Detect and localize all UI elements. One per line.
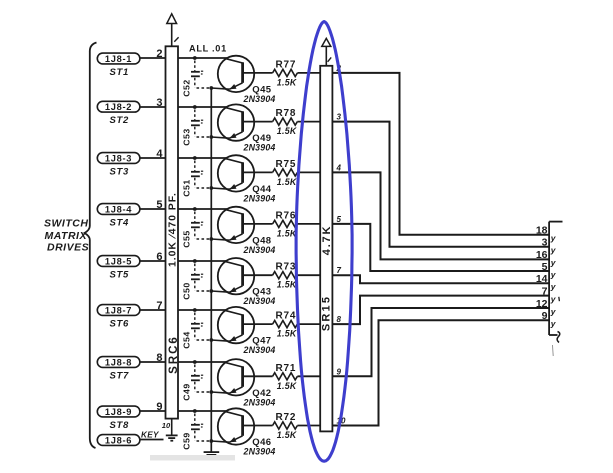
svg-text:y: y (550, 294, 557, 304)
svg-text:R74: R74 (276, 311, 297, 322)
svg-text:18: 18 (536, 225, 548, 237)
svg-text:2N3904: 2N3904 (243, 245, 276, 255)
svg-text:R75: R75 (276, 159, 297, 170)
svg-text:1.5K: 1.5K (277, 280, 297, 290)
svg-text:1J8-7: 1J8-7 (105, 306, 132, 316)
svg-text:C53: C53 (181, 128, 191, 145)
svg-text:1.5K: 1.5K (277, 126, 297, 136)
svg-text:1J8-5: 1J8-5 (105, 257, 132, 267)
svg-text:9: 9 (337, 367, 342, 376)
svg-text:2N3904: 2N3904 (243, 397, 276, 407)
svg-text:Q49: Q49 (252, 133, 271, 144)
svg-text:MATRIX: MATRIX (45, 230, 88, 242)
svg-text:12: 12 (536, 298, 548, 310)
svg-text:ST2: ST2 (110, 115, 130, 126)
svg-text:ALL .01: ALL .01 (189, 43, 227, 53)
svg-text:1.5K: 1.5K (277, 329, 297, 339)
svg-text:R77: R77 (276, 59, 297, 70)
svg-text:2N3904: 2N3904 (243, 143, 276, 153)
svg-text:1J8-8: 1J8-8 (105, 358, 132, 368)
svg-text:ST6: ST6 (110, 318, 130, 329)
svg-text:ST5: ST5 (110, 269, 130, 280)
svg-text:2N3904: 2N3904 (243, 447, 276, 457)
svg-text:1J8-9: 1J8-9 (105, 407, 132, 417)
svg-text:4.7K: 4.7K (321, 225, 333, 255)
svg-text:3: 3 (542, 237, 548, 249)
svg-text:7: 7 (542, 285, 548, 297)
svg-text:14: 14 (536, 273, 548, 285)
svg-text:Q44: Q44 (252, 184, 271, 195)
svg-text:Q45: Q45 (252, 84, 271, 95)
svg-text:4: 4 (336, 163, 342, 172)
svg-text:2: 2 (156, 48, 162, 60)
svg-text:Q47: Q47 (252, 336, 271, 347)
svg-text:1J8-2: 1J8-2 (105, 102, 132, 112)
svg-text:7: 7 (337, 266, 342, 275)
svg-text:1.5K: 1.5K (277, 381, 297, 391)
svg-text:y: y (550, 282, 557, 292)
svg-text:2N3904: 2N3904 (243, 345, 276, 355)
svg-text:1.0K ∕470 PF.: 1.0K ∕470 PF. (167, 192, 178, 267)
svg-text:Q42: Q42 (252, 388, 271, 399)
svg-text:9: 9 (156, 401, 162, 413)
svg-text:2N3904: 2N3904 (243, 296, 276, 306)
svg-text:C52: C52 (181, 79, 191, 96)
svg-text:Q48: Q48 (252, 235, 271, 246)
svg-text:ST8: ST8 (110, 420, 130, 431)
svg-text:R73: R73 (276, 262, 297, 273)
svg-text:C50: C50 (181, 282, 191, 299)
svg-text:1J8-1: 1J8-1 (105, 54, 132, 64)
svg-text:1J8-6: 1J8-6 (105, 436, 132, 446)
svg-text:y: y (550, 269, 557, 279)
svg-text:5: 5 (156, 199, 162, 211)
svg-text:4: 4 (156, 148, 163, 160)
svg-text:1.5K: 1.5K (277, 228, 297, 238)
svg-text:SRC6: SRC6 (168, 335, 180, 374)
svg-text:C55: C55 (181, 230, 191, 247)
svg-text:ST4: ST4 (110, 217, 130, 228)
svg-text:10: 10 (162, 421, 171, 430)
svg-text:3: 3 (337, 113, 342, 122)
svg-text:9: 9 (542, 310, 548, 322)
svg-text:16: 16 (536, 249, 548, 261)
svg-text:6: 6 (156, 251, 162, 263)
svg-text:y: y (550, 233, 557, 243)
svg-text:C54: C54 (181, 331, 191, 348)
svg-text:R76: R76 (276, 210, 297, 221)
svg-text:y: y (550, 245, 557, 255)
svg-text:1J8-4: 1J8-4 (105, 205, 132, 215)
svg-text:ST7: ST7 (110, 370, 130, 381)
svg-text:SR15: SR15 (321, 295, 333, 331)
svg-text:y: y (550, 258, 557, 268)
svg-text:KEY: KEY (141, 431, 160, 440)
svg-text:C49: C49 (181, 383, 191, 400)
svg-text:SWITCH: SWITCH (44, 218, 88, 230)
svg-text:ST1: ST1 (110, 67, 130, 78)
svg-text:DRIVES: DRIVES (47, 242, 89, 254)
svg-text:ST3: ST3 (110, 166, 130, 177)
svg-text:R71: R71 (276, 363, 297, 374)
svg-text:2N3904: 2N3904 (243, 94, 276, 104)
svg-text:2N3904: 2N3904 (243, 193, 276, 203)
svg-text:y: y (550, 319, 557, 329)
svg-text:8: 8 (337, 315, 342, 324)
svg-text:1.5K: 1.5K (277, 430, 297, 440)
svg-text:Q43: Q43 (252, 287, 271, 298)
svg-text:R72: R72 (276, 412, 297, 423)
svg-text:C51: C51 (181, 179, 191, 196)
svg-text:1.5K: 1.5K (277, 77, 297, 87)
svg-text:y: y (550, 306, 557, 316)
svg-text:7: 7 (156, 300, 162, 312)
svg-text:8: 8 (156, 352, 162, 364)
svg-text:3: 3 (156, 97, 162, 109)
svg-text:5: 5 (542, 261, 548, 273)
svg-text:C59: C59 (181, 432, 191, 449)
svg-text:1.5K: 1.5K (277, 177, 297, 187)
svg-text:1J8-3: 1J8-3 (105, 154, 132, 164)
svg-text:Q46: Q46 (252, 437, 271, 448)
svg-text:5: 5 (337, 215, 342, 224)
svg-text:R78: R78 (276, 108, 297, 119)
